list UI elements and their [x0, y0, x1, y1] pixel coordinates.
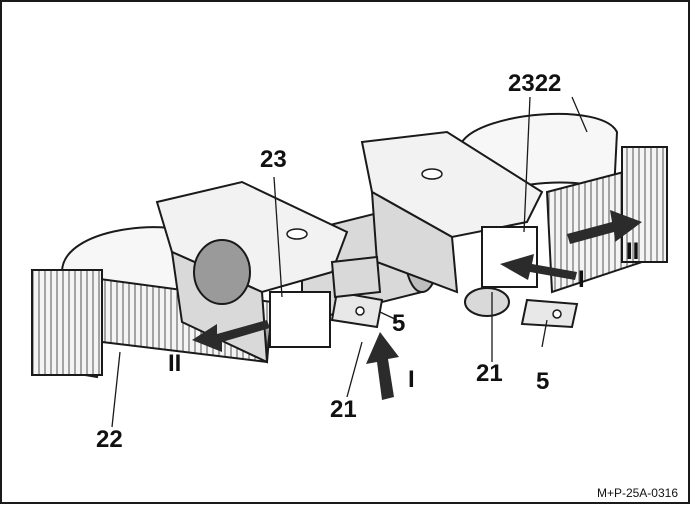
- label-22: 22: [96, 426, 123, 453]
- label-5-left: 5: [392, 310, 406, 337]
- arrow-right-strap-pull: [567, 210, 642, 244]
- right-clamp-body: [360, 130, 544, 294]
- leader-lines: [111, 96, 588, 428]
- label-23: 23: [260, 146, 287, 173]
- label-II-right: II: [626, 238, 640, 265]
- label-5-right: 5: [536, 368, 550, 395]
- right-pipe-stub: [464, 287, 510, 317]
- label-21-right: 21: [476, 360, 503, 387]
- label-I-right: I: [578, 266, 585, 293]
- figure-reference-code: M+P-25A-0316: [596, 486, 678, 500]
- left-clamp-body: [155, 180, 349, 364]
- label-2322: 2322: [508, 70, 562, 97]
- label-II-left: II: [168, 350, 182, 377]
- arrow-left-strap-pull: [192, 320, 270, 352]
- label-I-left: I: [408, 366, 415, 393]
- left-pipe-stub: [330, 255, 382, 299]
- right-mounting-tab: [520, 298, 579, 329]
- left-mounting-tab: [330, 290, 384, 329]
- label-21-left: 21: [330, 396, 357, 423]
- arrow-left-press: [366, 332, 399, 400]
- arrow-right-press: [500, 254, 577, 280]
